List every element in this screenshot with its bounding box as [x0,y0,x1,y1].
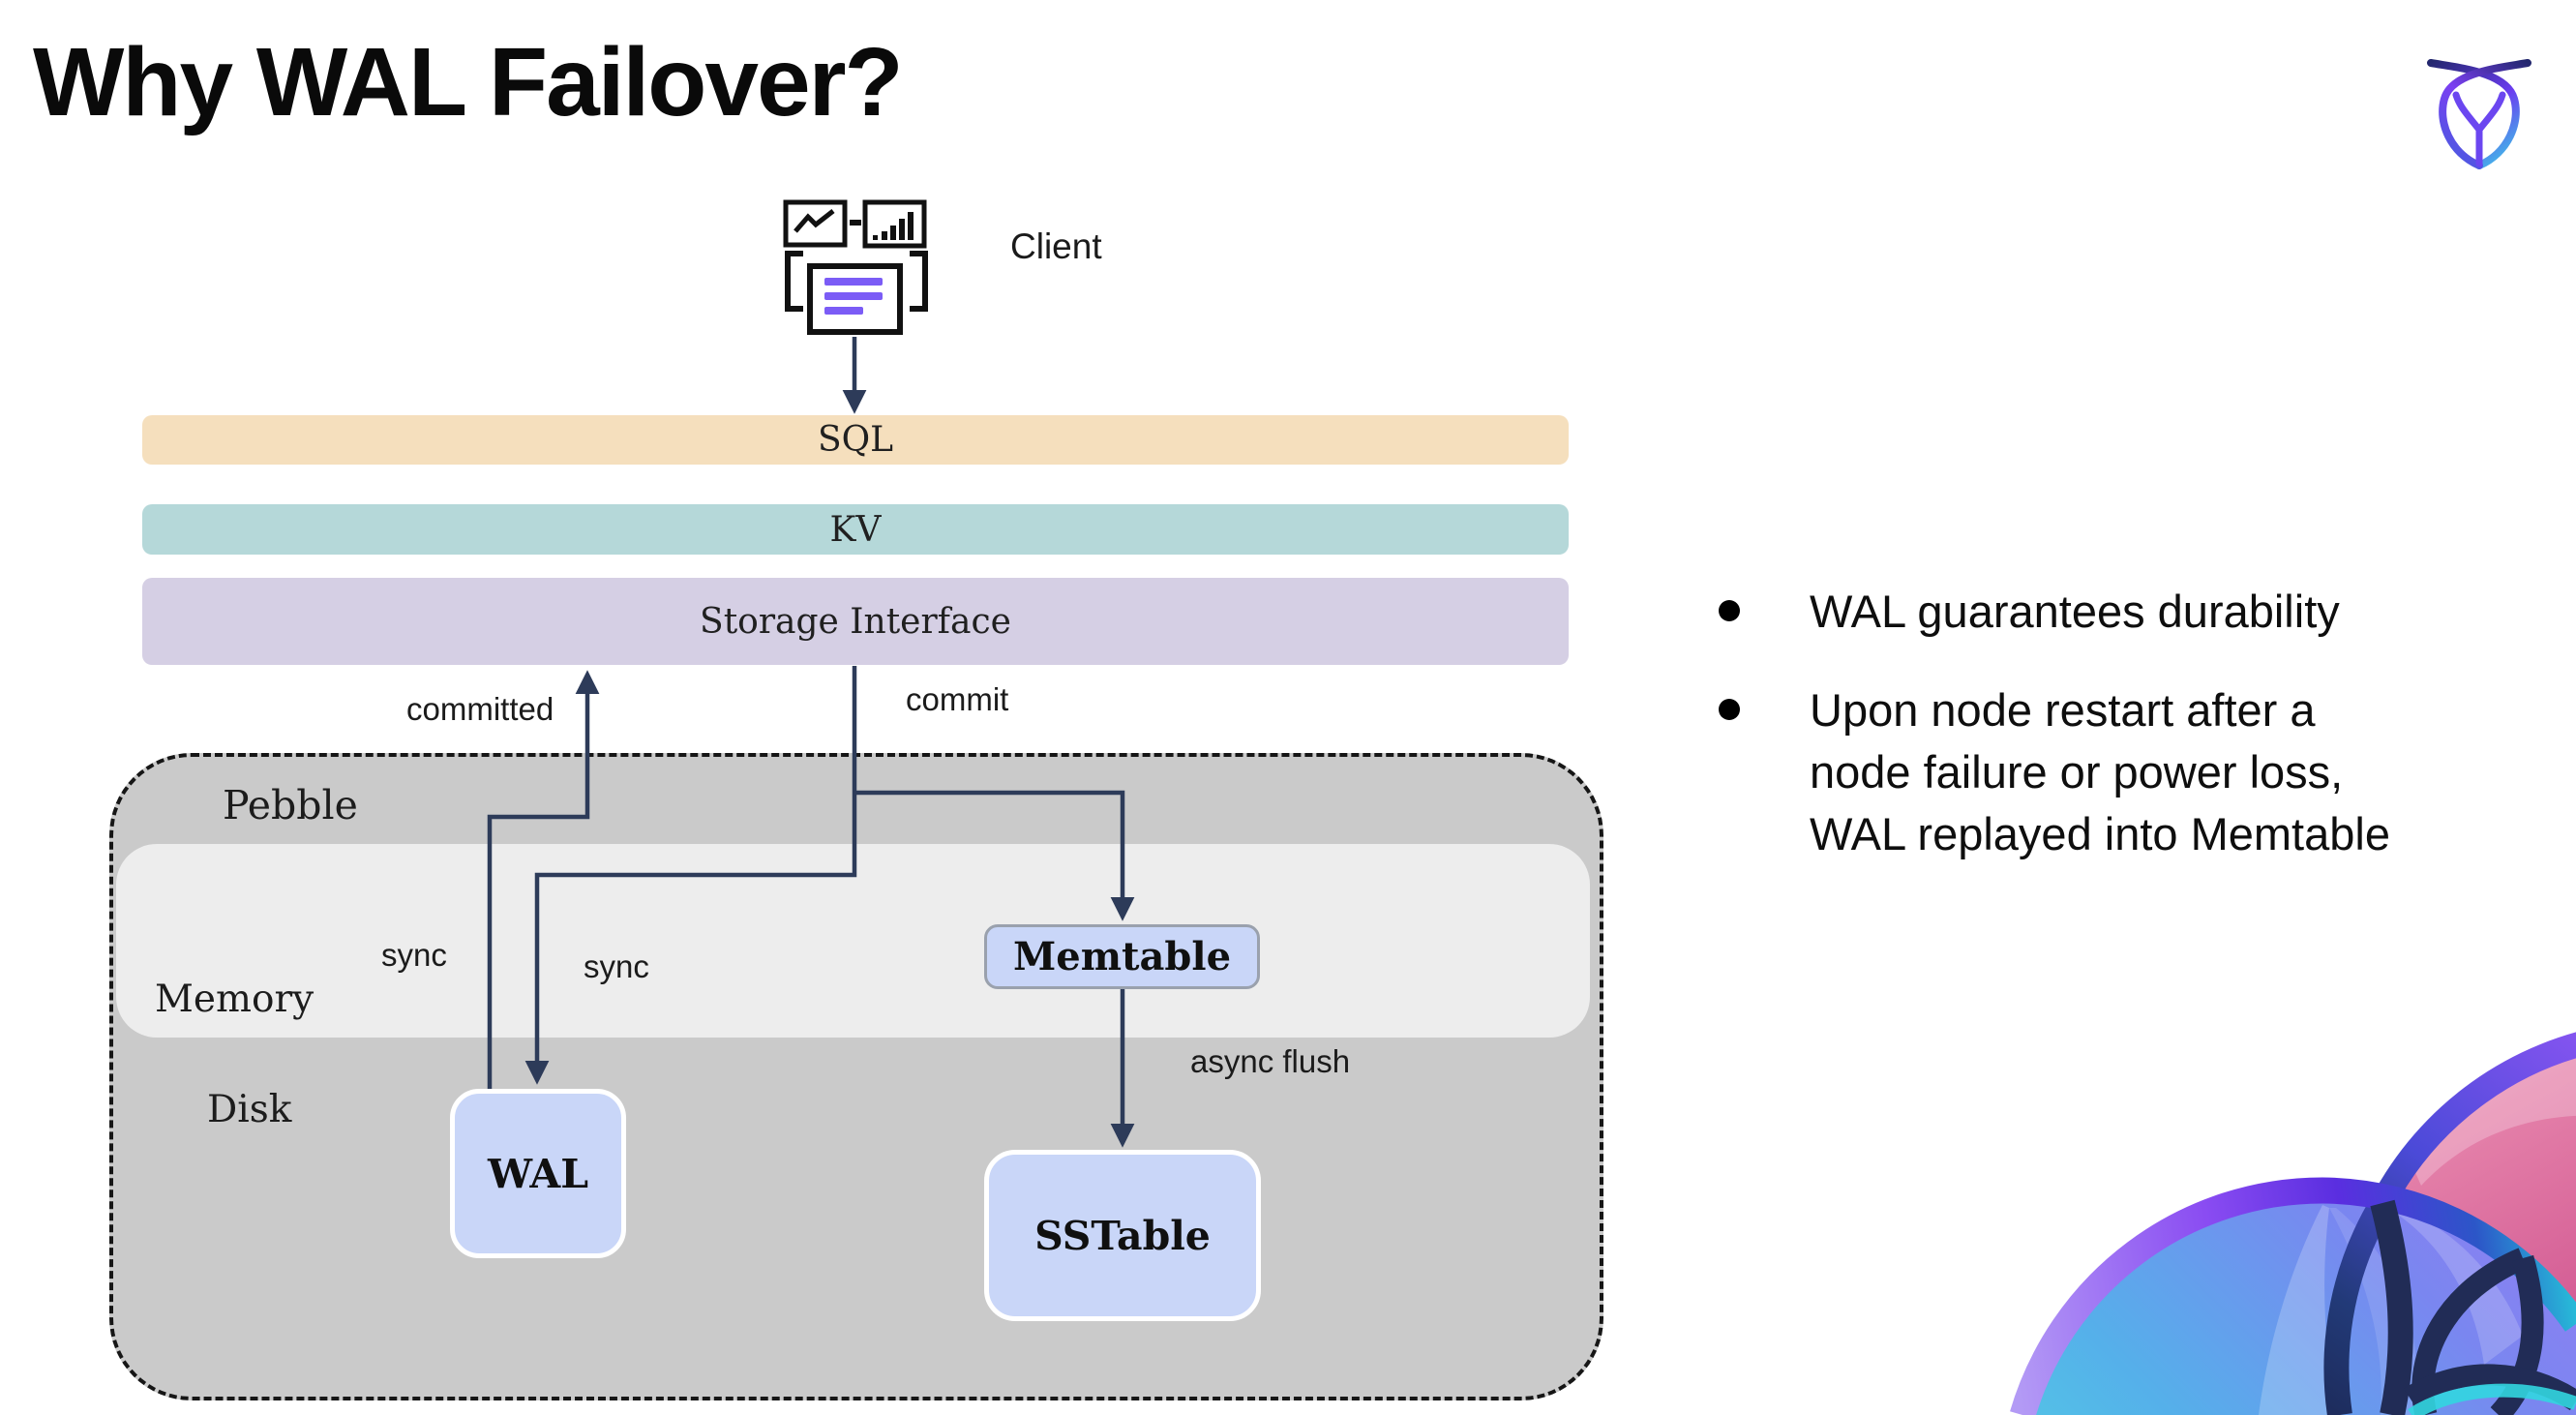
bullet-list: WAL guarantees durability Upon node rest… [1715,581,2508,902]
memory-label: Memory [155,978,315,1021]
bar-chart-icon [862,199,927,249]
async-flush-label: async flush [1190,1043,1351,1079]
client-icon [783,199,928,335]
wal-label: WAL [487,1150,589,1197]
sync-label-right: sync [584,948,649,984]
sstable-node: SSTable [984,1150,1261,1321]
client-label: Client [1010,226,1102,266]
document-icon [807,263,903,335]
memory-band [116,844,1590,1038]
layer-sql-label: SQL [817,420,894,460]
commit-label: commit [906,681,1009,717]
layer-kv: KV [142,504,1569,555]
memtable-label: Memtable [1012,934,1232,979]
cockroachdb-logo-icon [2427,59,2531,169]
line-chart-icon [783,199,848,248]
sstable-label: SSTable [1034,1212,1211,1259]
dash-connector [850,220,861,226]
layer-sql: SQL [142,415,1569,465]
layer-storage-interface: Storage Interface [142,578,1569,665]
layer-storage-interface-label: Storage Interface [700,601,1011,642]
memtable-node: Memtable [984,924,1260,989]
bullet-item: WAL guarantees durability [1715,581,2429,643]
brand-decoration [2010,1032,2576,1415]
layer-kv-label: KV [829,509,882,550]
disk-label: Disk [207,1088,292,1131]
bullet-item: Upon node restart after a node failure o… [1715,679,2429,865]
committed-label: committed [406,691,554,727]
bracket-right [910,251,928,312]
sync-label-left: sync [381,937,447,973]
pebble-label: Pebble [223,782,358,828]
page-title: Why WAL Failover? [33,28,904,136]
wal-node: WAL [450,1089,626,1258]
bracket-left [785,251,803,312]
